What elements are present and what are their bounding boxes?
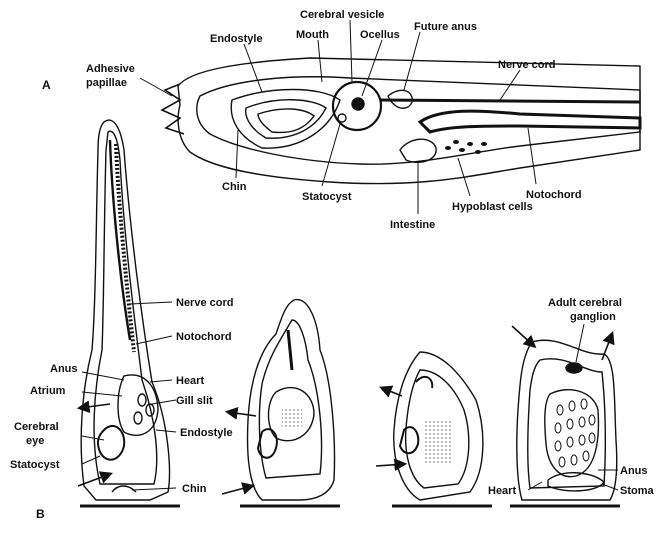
b3-gill-slits bbox=[424, 420, 452, 464]
label-heart-b: Heart bbox=[176, 375, 204, 387]
notochord-a bbox=[420, 111, 640, 132]
label-nerve-cord-a: Nerve cord bbox=[498, 59, 555, 71]
stage-b1-diagram bbox=[80, 120, 180, 506]
label-stomach-partial: Stoma bbox=[620, 485, 655, 497]
nerve-cord-a bbox=[380, 100, 640, 102]
b4-adult-ganglion bbox=[566, 363, 582, 373]
larva-body-wall bbox=[197, 77, 640, 164]
label-cerebral-eye-1: Cerebral bbox=[14, 421, 59, 433]
label-chin-a: Chin bbox=[222, 181, 247, 193]
statocyst-a bbox=[338, 114, 346, 122]
b3-eye bbox=[400, 427, 418, 453]
label-adult-ganglion-2: ganglion bbox=[570, 311, 616, 323]
stage-b2-diagram bbox=[240, 300, 340, 506]
b1-gill-slit-3 bbox=[134, 412, 142, 424]
label-anus-right: Anus bbox=[620, 465, 648, 477]
b3-atrium-mark bbox=[416, 377, 432, 388]
larva-outer-tunic bbox=[178, 58, 640, 184]
b2-gill-slits bbox=[282, 408, 302, 428]
label-nerve-cord-b: Nerve cord bbox=[176, 297, 233, 309]
ocellus bbox=[352, 98, 364, 110]
stage-b4-diagram bbox=[510, 340, 620, 506]
b4-gill-stigmata bbox=[555, 399, 595, 467]
label-statocyst-b: Statocyst bbox=[10, 459, 60, 471]
b3-arrows bbox=[376, 388, 404, 466]
label-cerebral-eye-2: eye bbox=[26, 435, 44, 447]
label-statocyst-a: Statocyst bbox=[302, 191, 352, 203]
b4-inner-body bbox=[528, 359, 606, 488]
label-hypoblast-cells: Hypoblast cells bbox=[452, 201, 533, 213]
b1-gill-slit-1 bbox=[138, 394, 146, 406]
hypoblast-cells bbox=[445, 140, 487, 154]
label-anus-b: Anus bbox=[50, 363, 78, 375]
adhesive-papillae bbox=[162, 84, 184, 134]
b1-cerebral-eye bbox=[98, 426, 124, 460]
label-mouth: Mouth bbox=[296, 29, 329, 41]
label-intestine-a: Intestine bbox=[390, 219, 435, 231]
b2-tail-remnant bbox=[288, 330, 292, 370]
label-cerebral-vesicle: Cerebral vesicle bbox=[300, 9, 384, 21]
label-endostyle-b: Endostyle bbox=[180, 427, 233, 439]
panel-label-a: A bbox=[42, 78, 51, 92]
b1-chin bbox=[112, 486, 136, 492]
stage-b3-diagram bbox=[392, 352, 492, 506]
label-atrium: Atrium bbox=[30, 385, 66, 397]
label-chin-b: Chin bbox=[182, 483, 207, 495]
label-ocellus: Ocellus bbox=[360, 29, 400, 41]
panel-label-b: B bbox=[36, 507, 45, 521]
label-gill-slit: Gill slit bbox=[176, 395, 213, 407]
label-notochord-a: Notochord bbox=[526, 189, 582, 201]
larva-diagram-a bbox=[162, 58, 640, 184]
label-notochord-b: Notochord bbox=[176, 331, 232, 343]
label-endostyle-a: Endostyle bbox=[210, 33, 263, 45]
label-adult-ganglion-1: Adult cerebral bbox=[548, 297, 622, 309]
label-future-anus: Future anus bbox=[414, 21, 477, 33]
intestine-a bbox=[400, 139, 436, 162]
label-adhesive-papillae-2: papillae bbox=[86, 77, 127, 89]
b2-arrows bbox=[222, 412, 256, 494]
label-adhesive-papillae-1: Adhesive bbox=[86, 63, 135, 75]
label-heart-right: Heart bbox=[488, 485, 516, 497]
